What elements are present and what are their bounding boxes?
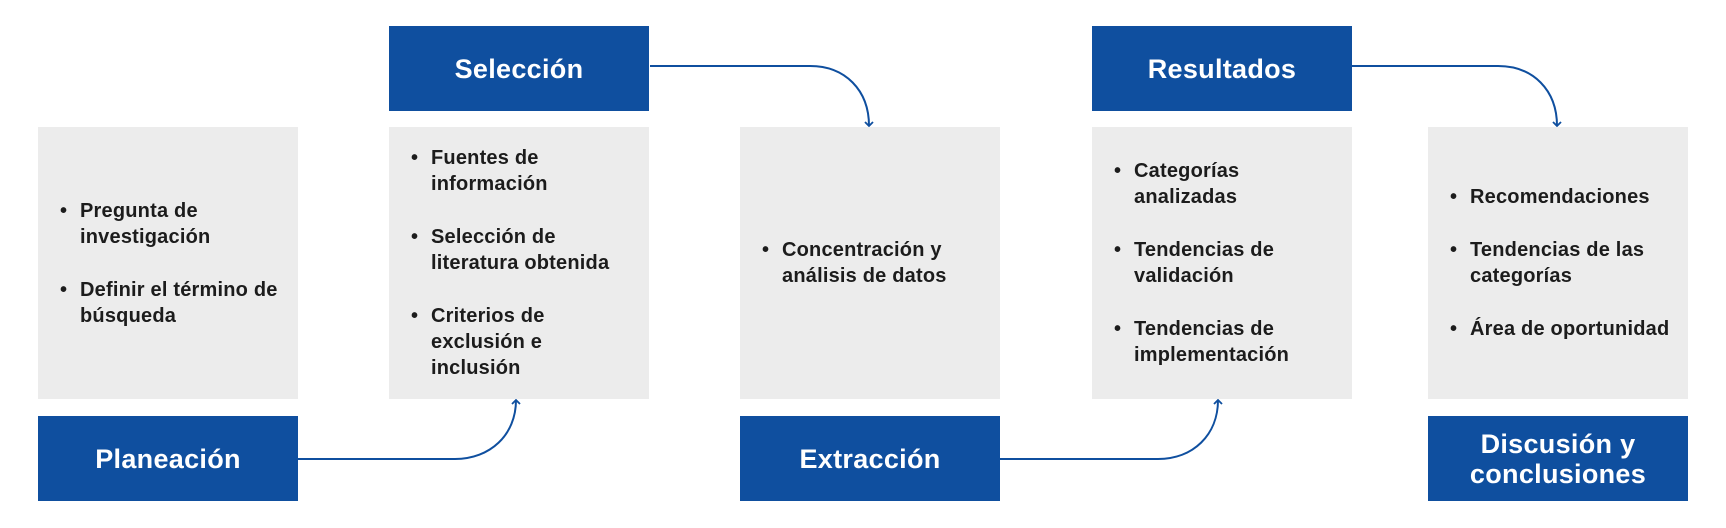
extraccion-content: • Concentración y análisis de datos: [740, 127, 1000, 399]
connector-planeacion-seleccion: [298, 398, 521, 460]
list-item-text: Tendencias de validación: [1134, 239, 1275, 287]
planeacion-content: • Pregunta de investigación • Definir el t…: [38, 127, 298, 399]
list-item-text: Área de oportunidad: [1470, 318, 1670, 340]
list-item: • Tendencias de validación: [1114, 237, 1338, 289]
seleccion-content: • Fuentes de información • Selección de li…: [389, 127, 649, 399]
discusion-content: • Recomendaciones • Tendencias de las cate…: [1428, 127, 1688, 399]
bullet-icon: •: [1450, 186, 1458, 208]
connector-seleccion-extraccion: [650, 65, 874, 128]
list-item: • Tendencias de las categorías: [1450, 237, 1674, 289]
list-item-text: Recomendaciones: [1470, 186, 1650, 208]
list-item-text: Categorías analizadas: [1134, 160, 1240, 208]
list-item-text: Pregunta de investigación: [80, 199, 211, 248]
list-item-text: Tendencias de las categorías: [1470, 239, 1645, 287]
discusion-header: Discusión y conclusiones: [1428, 416, 1688, 501]
list-item-text: Fuentes de información: [431, 147, 548, 195]
planeacion-header: Planeación: [38, 416, 298, 501]
list-item: • Área de oportunidad: [1450, 316, 1674, 342]
list-item: • Concentración y análisis de datos: [762, 237, 986, 289]
bullet-icon: •: [411, 305, 419, 327]
list-item: • Recomendaciones: [1450, 184, 1674, 210]
list-item: • Tendencias de implementación: [1114, 316, 1338, 368]
seleccion-list: • Fuentes de información • Selección de li…: [411, 145, 635, 381]
bullet-icon: •: [411, 147, 419, 169]
discusion-list: • Recomendaciones • Tendencias de las cate…: [1450, 184, 1674, 342]
extraccion-header: Extracción: [740, 416, 1000, 501]
bullet-icon: •: [60, 278, 68, 301]
list-item: • Selección de literatura obtenida: [411, 224, 635, 276]
resultados-header: Resultados: [1092, 26, 1352, 111]
bullet-icon: •: [411, 226, 419, 248]
list-item: • Criterios de exclusión e inclusión: [411, 303, 635, 381]
bullet-icon: •: [1450, 318, 1458, 340]
bullet-icon: •: [1114, 239, 1122, 261]
list-item: • Definir el término de búsqueda: [60, 277, 284, 329]
extraccion-list: • Concentración y análisis de datos: [762, 237, 986, 289]
list-item-text: Definir el término de búsqueda: [80, 278, 278, 327]
list-item: • Fuentes de información: [411, 145, 635, 197]
bullet-icon: •: [60, 199, 68, 222]
list-item-text: Tendencias de implementación: [1134, 318, 1290, 366]
list-item-text: Concentración y análisis de datos: [782, 239, 947, 287]
planeacion-list: • Pregunta de investigación • Definir el t…: [60, 198, 284, 329]
connector-extraccion-resultados: [1000, 398, 1223, 460]
connector-resultados-discusion: [1352, 65, 1562, 128]
resultados-content: • Categorías analizadas • Tendencias de va…: [1092, 127, 1352, 399]
bullet-icon: •: [762, 239, 770, 261]
seleccion-header: Selección: [389, 26, 649, 111]
list-item-text: Criterios de exclusión e inclusión: [431, 305, 545, 379]
bullet-icon: •: [1450, 239, 1458, 261]
resultados-list: • Categorías analizadas • Tendencias de va…: [1114, 158, 1338, 368]
list-item: • Pregunta de investigación: [60, 198, 284, 250]
bullet-icon: •: [1114, 318, 1122, 340]
list-item: • Categorías analizadas: [1114, 158, 1338, 210]
list-item-text: Selección de literatura obtenida: [431, 226, 610, 274]
bullet-icon: •: [1114, 160, 1122, 182]
